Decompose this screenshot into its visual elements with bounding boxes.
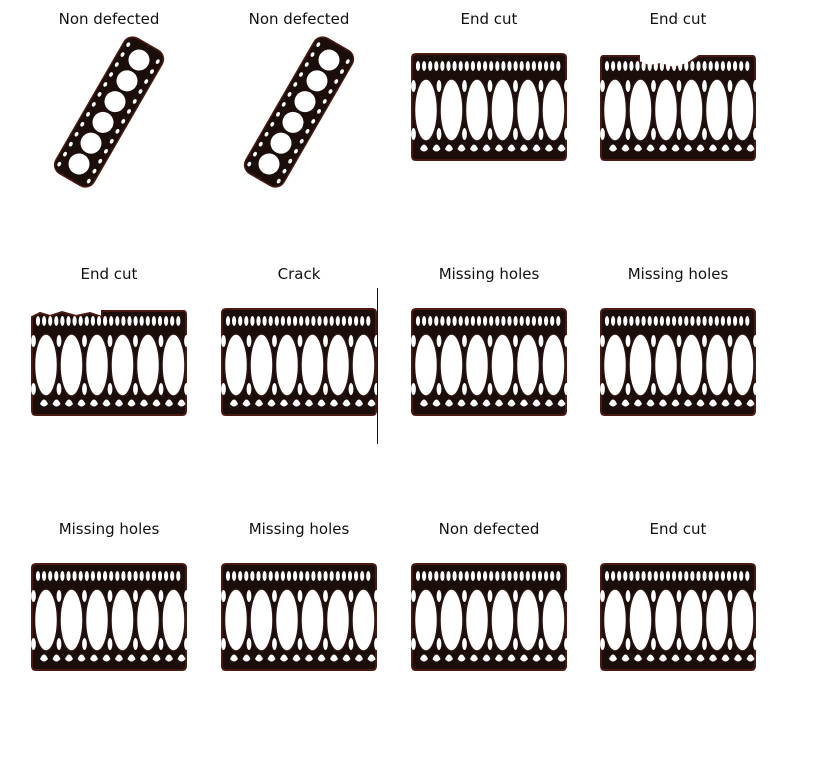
grid-cell-9: Missing holes xyxy=(14,510,204,760)
cell-label: Missing holes xyxy=(248,520,350,538)
grid-cell-12: End cut xyxy=(583,510,773,760)
gasket-image xyxy=(411,53,569,161)
grid-cell-3: End cut xyxy=(394,0,584,250)
grid-cell-7: Missing holes xyxy=(394,255,584,505)
gasket-image xyxy=(221,563,379,671)
gasket-image xyxy=(600,308,758,416)
cell-label: Missing holes xyxy=(438,265,540,283)
grid-cell-6: Crack xyxy=(204,255,394,505)
gasket-image xyxy=(243,36,355,188)
grid-cell-4: End cut xyxy=(583,0,773,250)
cell-label: Missing holes xyxy=(627,265,729,283)
cell-label: End cut xyxy=(649,10,707,28)
cell-label: End cut xyxy=(649,520,707,538)
grid-cell-1: Non defected xyxy=(14,0,204,250)
grid-cell-10: Missing holes xyxy=(204,510,394,760)
gasket-image xyxy=(221,308,379,416)
cell-label: Missing holes xyxy=(58,520,160,538)
gasket-image xyxy=(600,55,758,161)
grid-cell-11: Non defected xyxy=(394,510,584,760)
cell-label: Non defected xyxy=(58,10,160,28)
grid-cell-8: Missing holes xyxy=(583,255,773,505)
grid-cell-5: End cut xyxy=(14,255,204,505)
gasket-image xyxy=(31,563,189,671)
cell-label: Non defected xyxy=(438,520,540,538)
cell-label: End cut xyxy=(80,265,138,283)
cell-label: Non defected xyxy=(248,10,350,28)
gasket-image xyxy=(411,563,569,671)
grid-cell-2: Non defected xyxy=(204,0,394,250)
gasket-image xyxy=(600,563,758,671)
gasket-image xyxy=(411,308,569,416)
crack-divider-line xyxy=(377,288,378,444)
gasket-image xyxy=(31,310,189,416)
cell-label: Crack xyxy=(277,265,321,283)
gasket-image xyxy=(53,36,165,188)
cell-label: End cut xyxy=(460,10,518,28)
